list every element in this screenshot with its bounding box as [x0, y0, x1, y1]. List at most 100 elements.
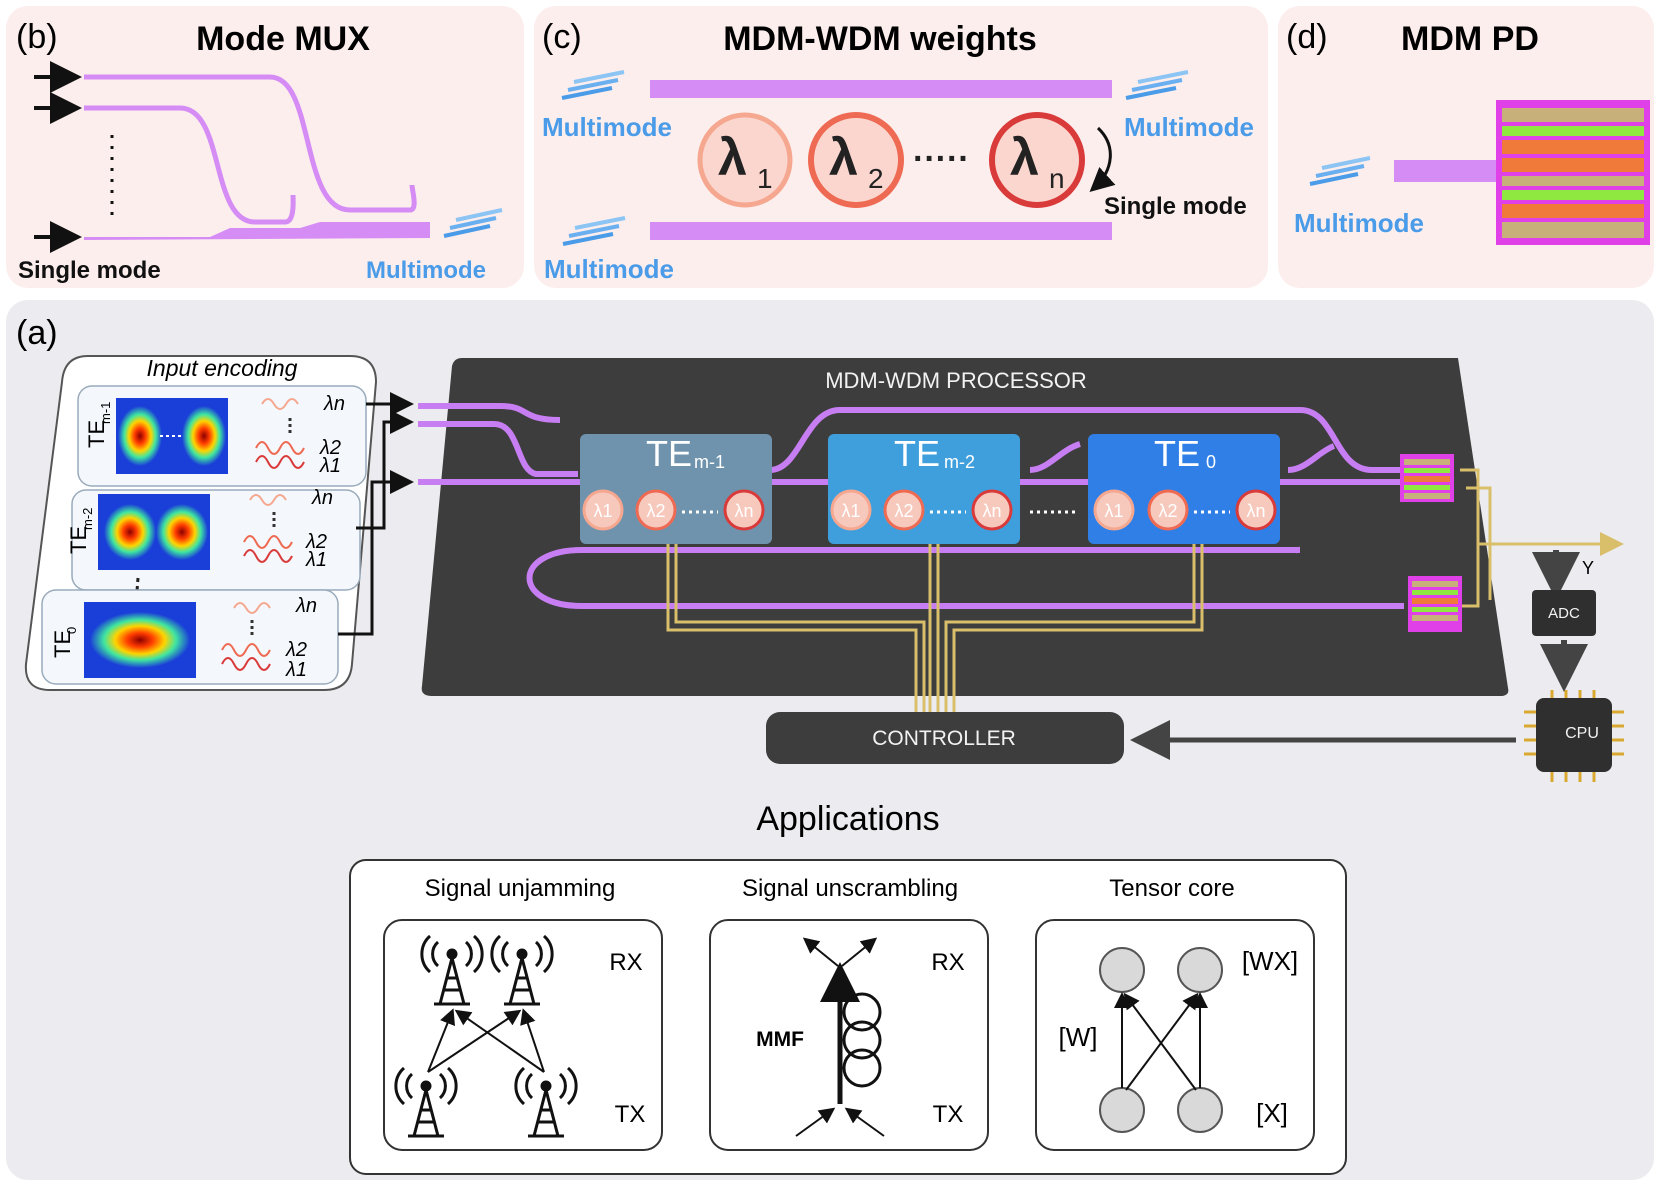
block-2-rings: λ1 λ2 λn [830, 489, 1013, 531]
block-3-ring-n: λn [1246, 501, 1265, 521]
panel-a-letter: (a) [16, 314, 58, 352]
app-signal-unjamming: Signal unjamming RX TX [383, 875, 663, 1151]
app-3-title: Tensor core [1109, 875, 1234, 902]
te-block-2-label: TE [894, 433, 940, 474]
te-block-2-sub: m-2 [944, 452, 975, 472]
app-2-mmf: MMF [756, 1028, 804, 1051]
mmf-fiber [795, 937, 885, 1137]
mux-output-label: Multimode [366, 257, 486, 284]
weights-output-arrow-top [1125, 70, 1189, 100]
panel-b-letter: (b) [16, 18, 58, 56]
mode-1-lambda-n: λn [323, 393, 345, 415]
panel-c-letter: (c) [542, 18, 582, 56]
mode-1-sub: m-1 [98, 402, 113, 424]
mode-2-label: TE [66, 526, 91, 554]
app-2-tx: TX [933, 1101, 964, 1128]
panel-d-letter: (d) [1286, 18, 1328, 56]
weights-top-waveguide [650, 80, 1112, 98]
antenna-towers [394, 934, 578, 1138]
te-block-3-label: TE [1154, 433, 1200, 474]
app-3-wx: [WX] [1242, 946, 1298, 976]
chip-photodetector-bottom [1408, 576, 1462, 632]
adc-box: ADC [1532, 590, 1596, 636]
pd-in-label: Multimode [1294, 208, 1424, 238]
weights-bottom-waveguide [650, 222, 1112, 240]
app-1-title: Signal unjamming [425, 875, 616, 902]
block-1-rings: λ1 λ2 λn [582, 489, 765, 531]
app-signal-unscrambling: Signal unscrambling RX TX MMF [709, 875, 989, 1151]
processor-title: MDM-WDM PROCESSOR [825, 368, 1087, 393]
block-1-ring-1: λ1 [593, 501, 612, 521]
mode-3-sub: 0 [64, 627, 79, 634]
app-1-rx: RX [609, 949, 642, 976]
pd-waveguide [1394, 160, 1496, 182]
pd-detector [1496, 100, 1650, 245]
app-2-rx: RX [931, 949, 964, 976]
panel-b-title: Mode MUX [196, 20, 370, 58]
jamming-arrows [427, 1008, 545, 1073]
mode-3-lambda-n: λn [295, 595, 317, 617]
weights-out-label-top: Multimode [1124, 112, 1254, 142]
panel-b: (b) Mode MUX Single mode Multimode [6, 6, 524, 288]
cpu-chip: CPU [1524, 690, 1624, 782]
te-block-1-sub: m-1 [694, 452, 725, 472]
app-1-tx: TX [615, 1101, 646, 1128]
tensor-edges [1114, 992, 1208, 1091]
weights-single-mode-label: Single mode [1104, 193, 1247, 220]
te-block-1-label: TE [646, 433, 692, 474]
mux-input-arrows [34, 61, 82, 253]
block-1-ring-2: λ2 [646, 501, 665, 521]
panel-c: (c) MDM-WDM weights Multimode Multimode … [534, 6, 1268, 288]
weights-output-arrow-bottom [562, 216, 626, 246]
block-3-ring-1: λ1 [1104, 501, 1123, 521]
mode-1-lambda-1: λ1 [319, 455, 341, 477]
mode-2-lambda-2: λ2 [305, 531, 327, 553]
encoder-to-chip-arrows [338, 392, 414, 636]
mux-waveguides [84, 74, 417, 225]
mode-1-lambda-2: λ2 [319, 437, 341, 459]
mode-2-sub: m-2 [80, 508, 95, 530]
single-mode-curve-arrow [1089, 126, 1116, 193]
weights-ring-dots: ····· [913, 140, 970, 178]
weights-in-label: Multimode [542, 112, 672, 142]
te-block-3-sub: 0 [1206, 452, 1216, 472]
block-rings: λ1 λ2 λn λ1 λ2 λn λ1 λ2 λn [582, 489, 1277, 531]
app-2-title: Signal unscrambling [742, 875, 958, 902]
weights-ring-2: λ 2 [808, 112, 904, 208]
block-2-ring-2: λ2 [894, 501, 913, 521]
controller-label: CONTROLLER [872, 727, 1016, 750]
input-mode-te-m1: TE m-1 λn λ2 λ1 [77, 385, 367, 487]
block-1-ring-n: λn [734, 501, 753, 521]
cpu-label: CPU [1565, 725, 1599, 742]
mode-1-label: TE [84, 420, 109, 448]
adc-label: ADC [1548, 605, 1580, 622]
mux-output-arrow [443, 208, 503, 238]
te-block-m1: TE m-1 [580, 433, 772, 544]
mode-3-lambda-1: λ1 [285, 659, 307, 681]
mux-bus-waveguide [84, 222, 430, 240]
app-3-x: [X] [1256, 1098, 1288, 1128]
mux-input-label: Single mode [18, 257, 161, 284]
input-encoding-card: Input encoding TE m-1 λn λ2 λ1 [24, 355, 378, 691]
block-2-ring-n: λn [982, 501, 1001, 521]
chip-photodetector-top [1400, 454, 1454, 502]
chip-control-wires [666, 468, 1624, 714]
panel-a: (a) Input encoding TE m-1 λn λ2 λ1 [6, 300, 1654, 1180]
tensor-nodes [1099, 947, 1223, 1133]
input-mode-te-m2: TE m-2 λn λ2 λ1 [66, 487, 361, 591]
ring-2-sub: 2 [868, 163, 884, 194]
input-mode-te-0: TE 0 λn λ2 λ1 [41, 589, 339, 685]
app-tensor-core: Tensor core [WX] [W] [X] [1035, 875, 1315, 1151]
weights-ring-n: λ n [989, 112, 1085, 208]
weights-out-label-bottom: Multimode [544, 254, 674, 284]
mode-2-lambda-1: λ1 [305, 549, 327, 571]
block-2-ring-1: λ1 [841, 501, 860, 521]
te-block-m2: TE m-2 [828, 433, 1020, 544]
ring-n-symbol: λ [1010, 129, 1039, 187]
pd-input-arrow [1309, 156, 1371, 186]
mode-2-lambda-n: λn [311, 487, 333, 509]
ring-n-sub: n [1049, 163, 1065, 194]
ring-1-symbol: λ [718, 129, 747, 187]
weights-input-arrow [561, 70, 625, 100]
